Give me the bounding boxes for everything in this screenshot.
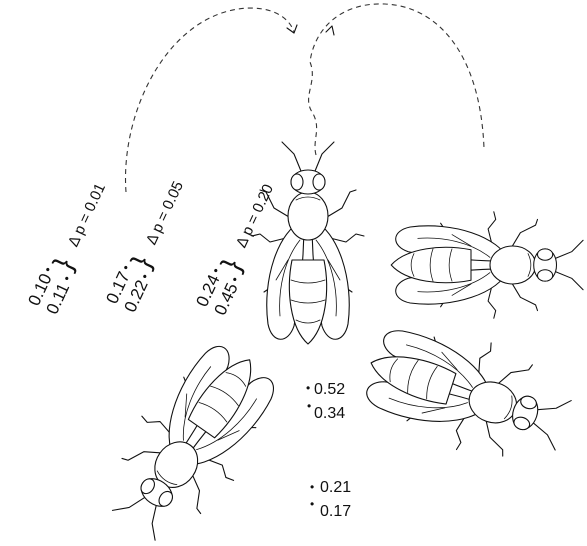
bee-icon (252, 142, 364, 344)
group-2-delta-label: Δ p = 0.05 (143, 179, 187, 248)
dot-icon: • (60, 274, 74, 284)
group-3-delta-label: Δ p = 0.20 (233, 182, 277, 251)
right-upper-value-1: 0.52 (314, 381, 345, 398)
right-lower-value-2: 0.17 (320, 503, 351, 520)
dot-icon: • (310, 480, 314, 494)
dot-icon: • (306, 381, 310, 395)
bee-icon (391, 212, 583, 318)
right-values-upper: • 0.52 • 0.34 (306, 381, 345, 422)
right-upper-value-2: 0.34 (314, 405, 345, 422)
group-1-delta-label: Δ p = 0.01 (65, 181, 109, 250)
right-values-lower: • 0.21 • 0.17 (310, 479, 351, 520)
right-lower-value-1: 0.21 (320, 479, 351, 496)
dashed-arc-arrow-icon (126, 4, 484, 192)
dot-icon: • (307, 399, 311, 413)
bee-icon (88, 328, 296, 541)
group-2: 0.17 0.22 • • } Δ p = 0.05 (102, 174, 196, 316)
dot-icon: • (310, 497, 314, 511)
bee-icon (354, 310, 581, 479)
